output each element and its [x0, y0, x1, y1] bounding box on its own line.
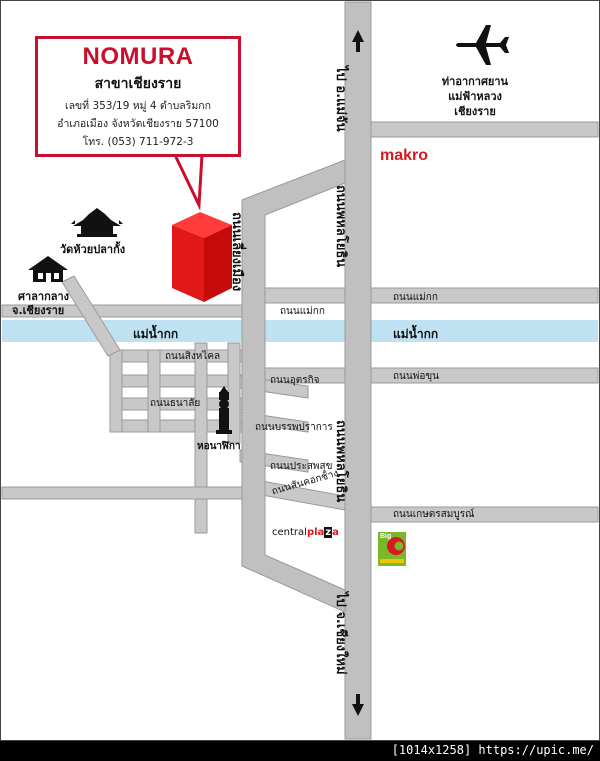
airplane-icon — [456, 25, 509, 65]
big-c-text: Big — [380, 533, 392, 540]
mae-kok-river — [2, 320, 598, 342]
city-hall-icon — [28, 256, 68, 282]
address-line-1: เลขที่ 353/19 หมู่ 4 ตำบลริมกก — [64, 100, 212, 112]
clock-tower-icon — [216, 386, 232, 434]
clock-tower-label: หอนาฬิกา — [197, 441, 241, 452]
central-plaza-part-1: central — [272, 527, 307, 538]
temple-label: วัดห้วยปลากั้ง — [60, 243, 126, 256]
singhaklai-road-label: ถนนสิงหไคล — [165, 351, 221, 362]
central-plaza-part-2: pla — [306, 527, 325, 538]
banphaprakan-road-label: ถนนบรรพปราการ — [255, 422, 333, 433]
nomura-logo: NOMURA — [82, 43, 194, 70]
office-location-marker — [172, 212, 232, 302]
to-mae-chan-label: ไป อ.แม่จัน — [333, 66, 348, 132]
airport-label-3: เชียงราย — [454, 105, 496, 118]
kasetsomboon-road-label: ถนนเกษตรสมบูรณ์ — [393, 509, 475, 520]
address-line-2: อำเภอเมือง จังหวัดเชียงราย 57100 — [57, 118, 219, 130]
prasopsuk-road-label: ถนนประสพสุข — [270, 461, 333, 472]
river-label-west: แม่น้ำกก — [133, 327, 179, 341]
phahonyothin-upper-label: ถนนพหลโยธิน — [333, 185, 348, 268]
south-arrow-icon — [352, 694, 364, 716]
airport-label-2: แม่ฟ้าหลวง — [448, 90, 502, 103]
city-hall-label-2: จ.เชียงราย — [12, 304, 65, 317]
thanalai-road-label: ถนนธนาลัย — [150, 398, 201, 409]
image-footer: [1014x1258] https://upic.me/ — [0, 741, 600, 761]
bypass-road-label: ถนนเลี่ยงเมือง — [229, 212, 244, 292]
phone-number: โทร. (053) 711-972-3 — [82, 136, 194, 148]
central-plaza-part-3: a — [332, 527, 339, 538]
central-plaza-z: z — [324, 527, 333, 538]
phahonyothin-road — [344, 1, 372, 740]
maekok-road-east-label: ถนนแม่กก — [393, 292, 438, 303]
phokhun-road-label: ถนนพ่อขุน — [393, 371, 439, 382]
to-chiang-mai-label: ไป จ.เชียงใหม่ — [333, 592, 348, 675]
phahonyothin-lower-label: ถนนพหลโยธิน — [333, 420, 348, 503]
maekok-road-west-label: ถนนแม่กก — [280, 306, 325, 317]
north-arrow-icon — [352, 30, 364, 52]
makro-logo: makro — [380, 147, 429, 164]
east-side-roads — [249, 121, 599, 523]
big-c-logo — [378, 532, 406, 566]
footer-text: [1014x1258] https://upic.me/ — [391, 743, 594, 757]
river-label-east: แม่น้ำกก — [393, 327, 439, 341]
central-plaza-logo: centralplaza — [272, 527, 339, 538]
office-callout: NOMURA สาขาเชียงราย เลขที่ 353/19 หมู่ 4… — [35, 36, 241, 157]
west-side-roads — [1, 275, 346, 534]
city-hall-label-1: ศาลากลาง — [18, 290, 70, 303]
airport-label-1: ท่าอากาศยาน — [441, 75, 509, 88]
temple-icon — [71, 208, 123, 237]
uttarakit-road-label: ถนนอุตรกิจ — [270, 375, 320, 386]
branch-name: สาขาเชียงราย — [94, 76, 182, 92]
